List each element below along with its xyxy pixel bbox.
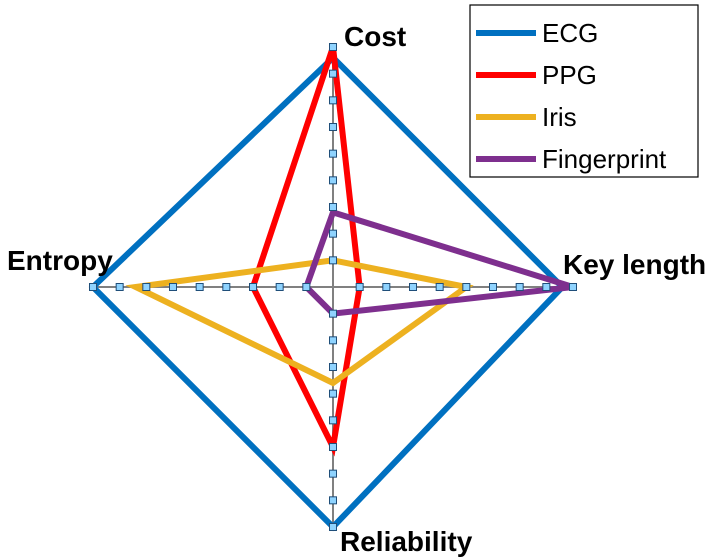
axis-tick-marker <box>329 363 337 371</box>
series-ppg-polygon <box>249 46 363 457</box>
legend-label-fingerprint: Fingerprint <box>542 144 667 174</box>
axis-tick-marker <box>329 149 337 158</box>
axis-tick-marker <box>409 283 417 291</box>
axis-tick-marker <box>329 43 337 51</box>
axis-tick-marker <box>329 469 337 478</box>
axis-tick-marker <box>329 69 337 78</box>
axis-tick-marker <box>435 283 444 291</box>
axis-tick-marker <box>329 336 337 345</box>
axis-tick-marker <box>542 283 551 291</box>
axis-tick-marker <box>142 283 151 291</box>
axis-label-key-length: Key length <box>563 249 706 280</box>
axis-tick-marker <box>329 176 337 185</box>
axis-tick-marker <box>382 283 391 291</box>
axis-tick-marker <box>115 283 124 291</box>
axis-tick-marker <box>329 96 337 105</box>
axis-tick-marker <box>302 283 311 291</box>
axis-tick-marker <box>329 496 337 505</box>
axis-tick-marker <box>329 203 337 211</box>
legend-label-ecg: ECG <box>542 18 598 48</box>
axis-label-cost: Cost <box>344 21 406 52</box>
axis-label-reliability: Reliability <box>340 526 473 557</box>
legend-label-ppg: PPG <box>542 60 597 90</box>
axis-tick-marker <box>569 283 577 291</box>
axis-tick-marker <box>329 443 337 451</box>
axis-tick-marker <box>329 523 337 531</box>
axis-tick-marker <box>329 229 337 238</box>
axis-tick-marker <box>355 283 364 291</box>
axis-tick-marker <box>169 283 177 291</box>
axis-label-entropy: Entropy <box>7 245 113 276</box>
axis-tick-marker <box>329 389 337 398</box>
axis-tick-marker <box>329 256 337 265</box>
axis-tick-marker <box>515 283 524 291</box>
axis-tick-marker <box>329 416 337 425</box>
series-iris-polygon <box>125 257 474 387</box>
legend-label-iris: Iris <box>542 102 577 132</box>
axis-tick-marker <box>462 283 471 291</box>
axis-tick-marker <box>329 309 337 318</box>
axis-tick-marker <box>89 283 97 291</box>
axis-tick-marker <box>489 283 497 291</box>
axis-tick-marker <box>222 283 231 291</box>
tick-marker-layer <box>89 43 577 531</box>
axis-tick-marker <box>329 123 337 131</box>
axis-label-layer: Cost Key length Reliability Entropy <box>7 21 706 557</box>
axis-tick-marker <box>195 283 204 291</box>
axis-tick-marker <box>275 283 284 291</box>
axis-tick-marker <box>249 283 257 291</box>
